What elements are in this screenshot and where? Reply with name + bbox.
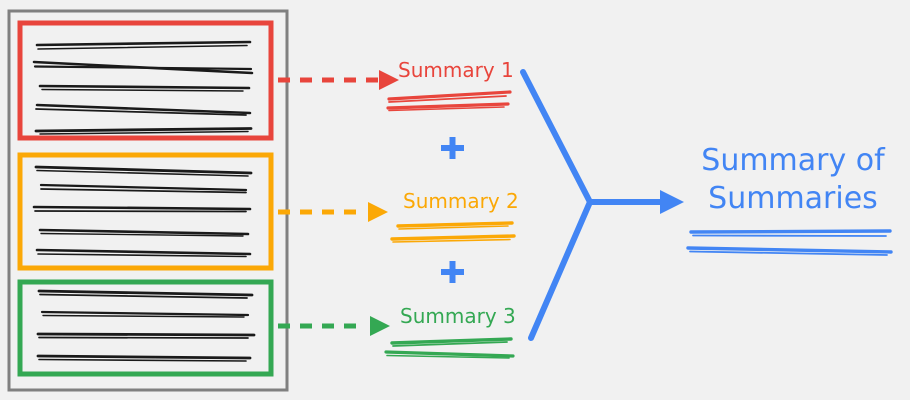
summary-1-group[interactable]: Summary 1 xyxy=(386,58,514,112)
chunk-1-arrow xyxy=(278,70,399,90)
plus-2-group xyxy=(441,261,464,283)
chunk-2-arrow xyxy=(278,202,388,222)
merge-connector-group xyxy=(520,69,684,341)
plus-1-group xyxy=(441,137,464,159)
chunk-2-box[interactable] xyxy=(17,152,274,271)
summary-1-underlines xyxy=(386,90,512,112)
chunk-1-box[interactable] xyxy=(17,20,274,141)
chunk-3-arrow-head xyxy=(370,316,390,336)
merge-branch-bottom xyxy=(528,199,593,341)
chunk-1-group[interactable] xyxy=(17,20,274,141)
final-output-label-line-1: Summary of xyxy=(701,143,886,178)
summary-1-label: Summary 1 xyxy=(398,58,514,82)
plus-2-icon xyxy=(441,261,464,283)
chunk-3-group[interactable] xyxy=(17,279,274,377)
summary-2-group[interactable]: Summary 2 xyxy=(390,189,519,243)
final-output-group[interactable]: Summary of Summaries xyxy=(686,143,893,256)
merge-arrow-head xyxy=(660,190,684,214)
merge-branch-top xyxy=(520,69,593,205)
chunk-1-arrow-head xyxy=(379,70,399,90)
chunk-1-text-lines xyxy=(32,40,254,135)
source-document-frame xyxy=(7,9,289,392)
summary-3-group[interactable]: Summary 3 xyxy=(384,304,516,359)
plus-1-icon xyxy=(441,137,464,159)
chunk-2-text-lines xyxy=(32,165,253,258)
chunk-3-box[interactable] xyxy=(17,279,274,377)
chunk-3-arrow xyxy=(278,316,390,336)
final-output-label-line-2: Summaries xyxy=(708,181,878,216)
chunk-2-arrow-head xyxy=(368,202,388,222)
chunk-2-group[interactable] xyxy=(17,152,274,271)
final-output-underlines xyxy=(686,229,893,256)
summary-3-label: Summary 3 xyxy=(400,304,516,328)
chunk-3-text-lines xyxy=(36,289,256,362)
summary-2-label: Summary 2 xyxy=(403,189,519,213)
summary-3-underlines xyxy=(384,337,515,359)
summary-2-underlines xyxy=(390,221,516,243)
